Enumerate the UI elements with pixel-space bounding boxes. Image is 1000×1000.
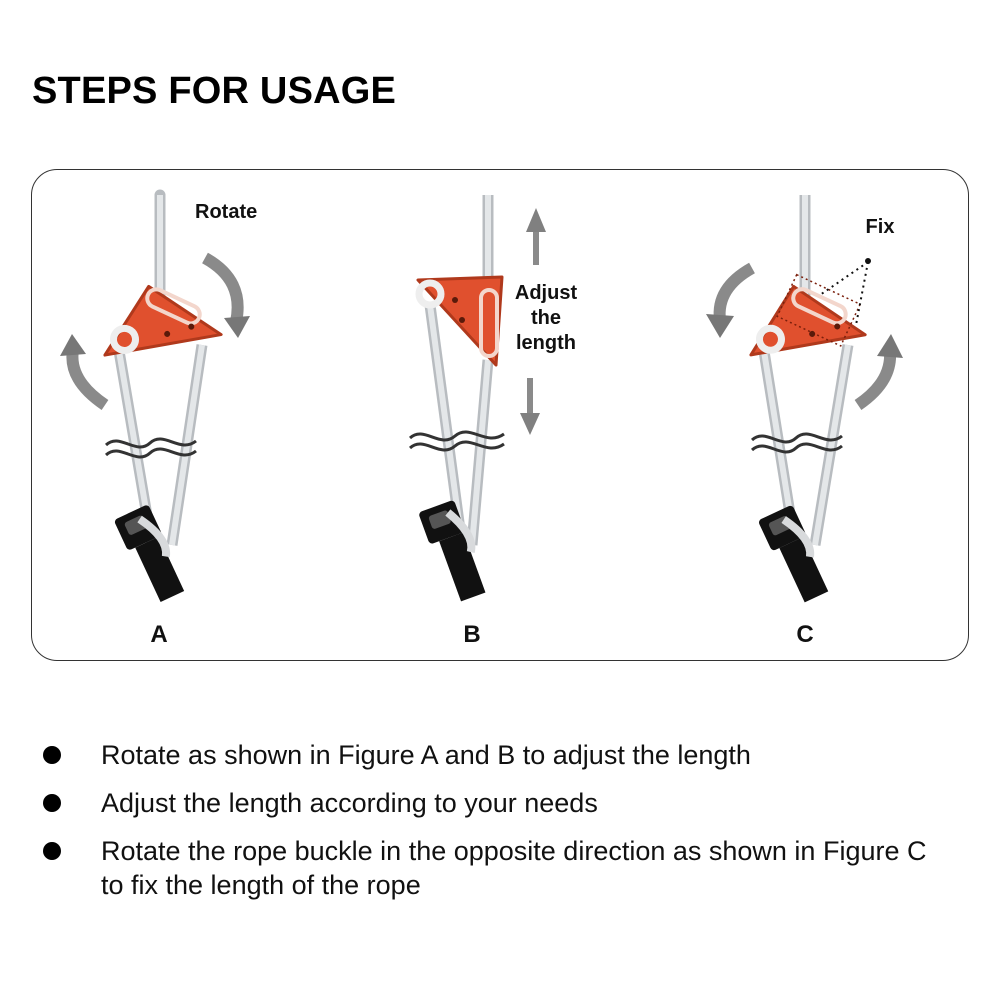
rope-break-wave [408, 430, 505, 442]
rotate-arrow-icon [66, 349, 109, 410]
usage-diagram: Rotate A Adjust the length B [60, 189, 903, 648]
instruction-item: Rotate as shown in Figure A and B to adj… [40, 738, 940, 772]
figure-b-annotation-line-1: Adjust [515, 282, 578, 304]
instruction-text: Rotate as shown in Figure A and B to adj… [101, 740, 751, 770]
figure-b-annotation-line-2: the [531, 307, 561, 329]
figure-a [60, 189, 250, 602]
instruction-item: Rotate the rope buckle in the opposite d… [40, 834, 940, 902]
instruction-item: Adjust the length according to your need… [40, 786, 940, 820]
figure-a-letter: A [150, 621, 167, 648]
page-title: STEPS FOR USAGE [32, 70, 397, 112]
line-clip [114, 505, 185, 602]
bullet-icon [43, 746, 61, 764]
instructions-list: Rotate as shown in Figure A and B to adj… [40, 738, 940, 916]
instruction-text: Adjust the length according to your need… [101, 788, 598, 818]
bullet-icon [43, 842, 61, 860]
figure-c-annotation: Fix [866, 216, 895, 238]
instruction-text: Rotate the rope buckle in the opposite d… [101, 836, 927, 900]
line-clip [759, 505, 829, 603]
figure-b-letter: B [463, 621, 480, 648]
figure-b [408, 195, 546, 602]
rotate-arrow-icon [201, 252, 244, 324]
tensioner [415, 275, 504, 367]
bullet-icon [43, 794, 61, 812]
line-clip [419, 500, 486, 602]
diagram-panel [31, 169, 969, 661]
tensioner [103, 284, 223, 357]
rope-break-wave [104, 437, 197, 449]
fix-pointer-lines [819, 261, 869, 326]
figure-b-annotation-line-3: length [516, 332, 576, 354]
rotate-arrow-icon [854, 351, 897, 410]
rotate-arrow-icon [713, 262, 756, 321]
figure-a-annotation: Rotate [195, 201, 257, 223]
figure-c [706, 195, 903, 603]
figure-c-letter: C [796, 621, 813, 648]
rope-break-wave [750, 432, 843, 444]
